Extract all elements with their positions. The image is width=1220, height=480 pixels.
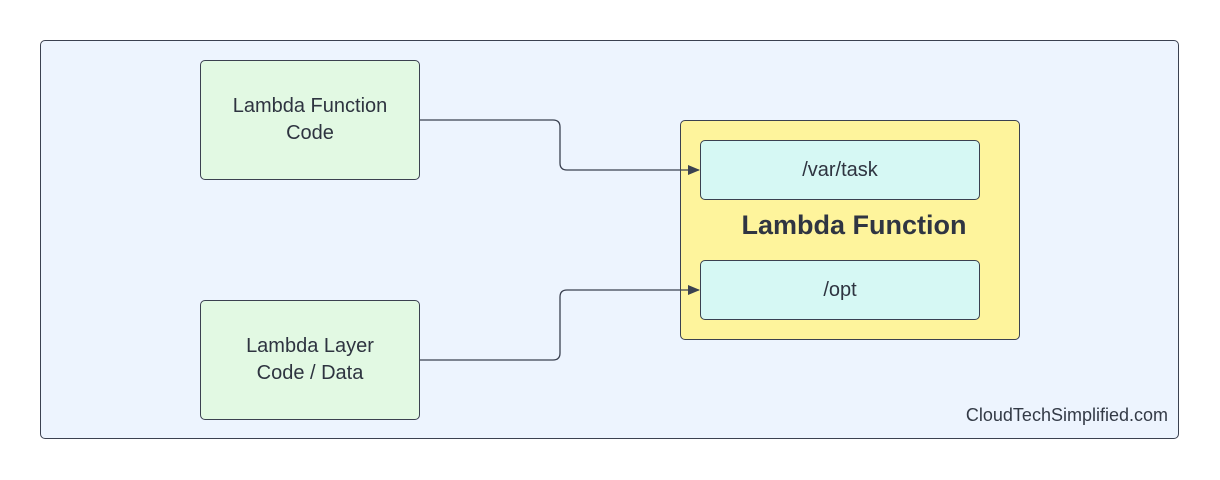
watermark-text: CloudTechSimplified.com [965, 405, 1168, 425]
var-task-node: /var/task [700, 140, 980, 200]
var-task-label: /var/task [802, 158, 878, 181]
opt-label: /opt [823, 278, 857, 301]
lambda-function-title: Lambda Function [741, 210, 967, 240]
lambda-layer-code-label: Lambda Layer Code / Data [246, 335, 374, 384]
opt-node: /opt [700, 260, 980, 320]
lambda-function-code-node: Lambda Function Code [200, 60, 420, 180]
lambda-function-code-label: Lambda Function Code [232, 95, 388, 144]
lambda-layer-code-node: Lambda Layer Code / Data [200, 300, 420, 420]
